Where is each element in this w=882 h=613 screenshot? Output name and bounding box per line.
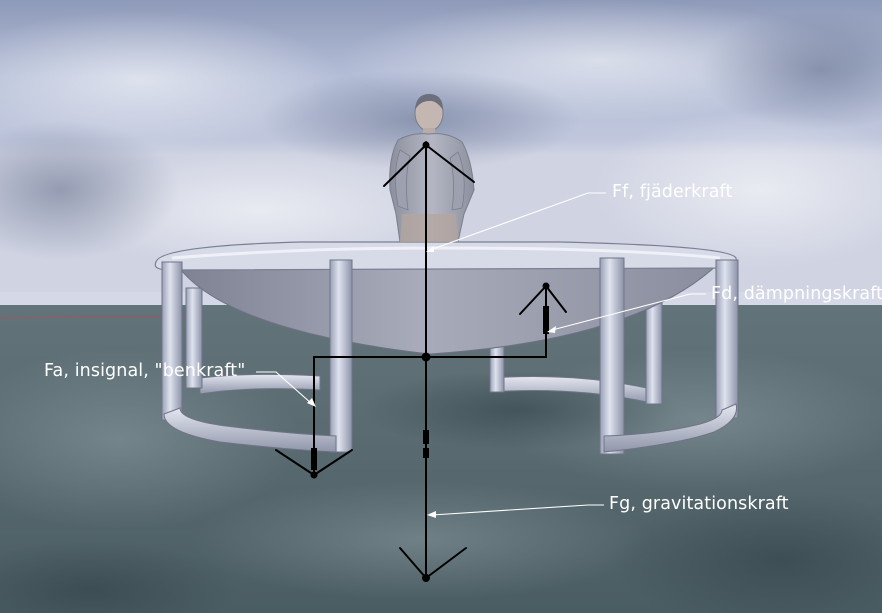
damping-force-label: Fd, dämpningskraft: [711, 284, 882, 304]
trampoline-frame-icon: [154, 241, 739, 455]
ground-shadow: [610, 490, 882, 613]
leader-gravity-tip: [427, 511, 436, 518]
leader-spring: [429, 192, 606, 251]
front-bottom-ring-left: [163, 407, 337, 453]
person-hair: [415, 94, 443, 110]
ground-shadow: [0, 540, 240, 613]
front-post: [599, 257, 625, 455]
rear-post: [185, 287, 203, 389]
input-force-arrow-icon: [275, 356, 353, 479]
cloud: [590, 110, 882, 270]
cloud-shadow: [0, 120, 180, 260]
top-ring-highlight: [171, 246, 721, 260]
input-force-label: Fa, insignal, "benkraft": [44, 361, 246, 381]
top-ring: [154, 241, 737, 271]
force-vectors: [275, 141, 567, 582]
cloud-shadow: [700, 10, 882, 130]
ground-highlight: [0, 350, 300, 530]
rear-post: [645, 299, 663, 405]
cloud: [0, 10, 340, 150]
front-bottom-ring-right: [603, 403, 738, 453]
leader-input: [256, 371, 313, 405]
leader-damping: [551, 293, 706, 331]
gravity-force-label: Fg, gravitationskraft: [609, 494, 789, 514]
spring-force-arrow-icon: [383, 141, 475, 187]
spring-force-label: Ff, fjäderkraft: [612, 182, 733, 202]
gravity-force-arrow-icon: [399, 547, 467, 582]
leader-spring-tip: [426, 246, 434, 252]
axis-marker: [423, 448, 429, 458]
damping-force-arrow-icon: [519, 282, 567, 358]
person-legs: [400, 214, 458, 242]
leader-damping-tip: [547, 326, 556, 333]
leader-input-tip: [307, 398, 316, 407]
leader-gravity: [431, 504, 604, 516]
trampoline-mat: [174, 261, 722, 355]
leader-lines: [256, 192, 706, 518]
center-node: [421, 352, 431, 362]
front-post: [161, 261, 183, 421]
person-neck: [423, 128, 435, 136]
axis-marker: [423, 430, 429, 444]
rear-bottom-ring-left: [199, 373, 321, 395]
ground-highlight: [190, 480, 650, 600]
